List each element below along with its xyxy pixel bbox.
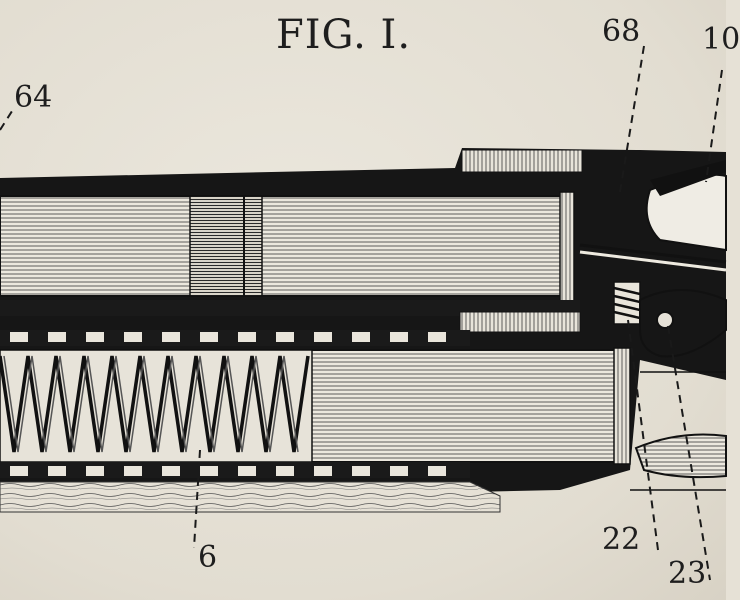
leader-line-68 bbox=[619, 45, 645, 193]
leader-line-23 bbox=[667, 325, 711, 581]
leader-line-10 bbox=[705, 69, 723, 183]
trigger-lever bbox=[634, 433, 727, 479]
callout-22: 22 bbox=[602, 522, 641, 557]
pivot-pin bbox=[656, 311, 674, 329]
barrel-tube bbox=[0, 195, 569, 297]
coil-spring bbox=[0, 355, 310, 453]
thread-band bbox=[459, 311, 581, 333]
leader-line-64 bbox=[0, 107, 15, 131]
callout-6: 6 bbox=[198, 540, 218, 575]
wooden-stock bbox=[0, 481, 501, 513]
barrel-collar bbox=[189, 195, 263, 297]
leader-line-22 bbox=[627, 319, 659, 551]
callout-68: 68 bbox=[602, 14, 641, 49]
leader-line-6 bbox=[193, 449, 201, 549]
figure-title: FIG. I. bbox=[276, 12, 412, 58]
callout-10: 10 bbox=[702, 22, 740, 57]
callout-64: 64 bbox=[14, 80, 53, 115]
magazine-end bbox=[613, 347, 631, 465]
barrel-end-cap bbox=[559, 191, 575, 305]
callout-23: 23 bbox=[668, 556, 707, 591]
